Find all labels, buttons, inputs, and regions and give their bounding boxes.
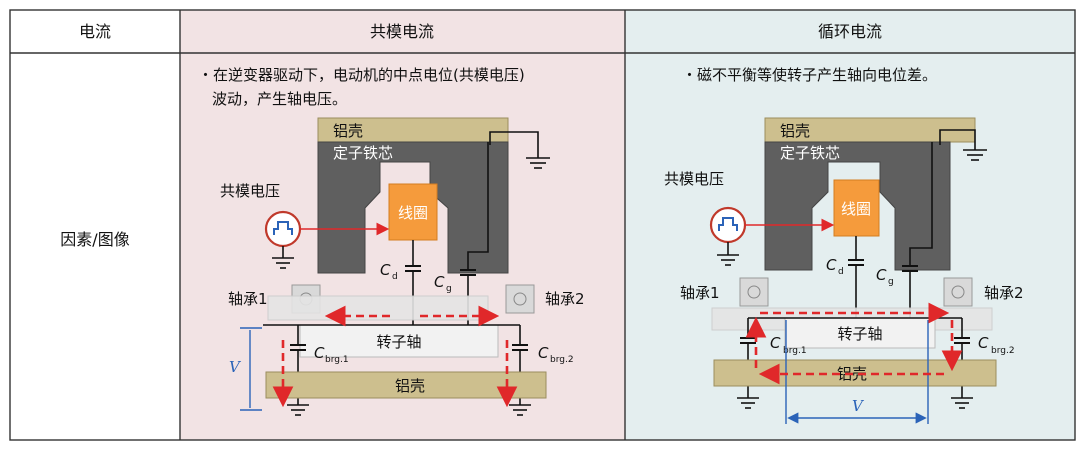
common-bullet-line1: ・在逆变器驱动下，电动机的中点电位(共模电压) [198, 66, 525, 84]
cbrg1-label: C [314, 344, 325, 362]
core-label: 定子铁芯 [333, 144, 393, 162]
core-label: 定子铁芯 [780, 144, 840, 162]
coil [833, 179, 880, 237]
cd-subscript: d [392, 272, 398, 282]
shaft-label: 转子轴 [837, 325, 882, 343]
bearing-2 [505, 284, 535, 314]
common-bullet-line2: 波动，产生轴电压。 [212, 90, 347, 108]
cm-voltage-label: 共模电压 [220, 182, 280, 200]
row-label-factors: 因素/图像 [60, 230, 129, 249]
coil [388, 183, 438, 241]
ground-icon [737, 397, 759, 409]
ground-icon [717, 254, 739, 266]
header-current: 电流 [79, 22, 111, 41]
common-mode-diagram: ・在逆变器驱动下，电动机的中点电位(共模电压) 波动，产生轴电压。 铝壳 定子铁… [198, 66, 585, 416]
cg-label: C [434, 273, 445, 291]
cg-subscript: g [446, 284, 452, 294]
housing-top-label: 铝壳 [780, 122, 810, 140]
v-label: V [229, 358, 242, 376]
ground-icon [526, 157, 550, 169]
cbrg2-subscript: brg.2 [550, 355, 574, 365]
circulating-bullet-line1: ・磁不平衡等使转子产生轴向电位差。 [682, 66, 937, 84]
cd-label: C [826, 256, 837, 274]
cg-label: C [876, 266, 887, 284]
cg-subscript: g [888, 277, 894, 287]
bearing1-label: 轴承1 [228, 290, 268, 308]
header-common-mode-current: 共模电流 [370, 22, 434, 41]
circulating-diagram: ・磁不平衡等使转子产生轴向电位差。 铝壳 定子铁芯 线圈 共模电压 C d [664, 66, 1024, 424]
v-label: V [852, 397, 865, 415]
cbrg1-subscript: brg.1 [325, 355, 349, 365]
shaft-label: 转子轴 [376, 333, 421, 351]
voltage-source-icon [264, 210, 302, 248]
coil-label: 线圈 [841, 200, 871, 218]
cd-subscript: d [838, 267, 844, 277]
stator-core [317, 141, 509, 274]
cbrg1-label: C [770, 334, 781, 352]
bearing2-label: 轴承2 [545, 290, 585, 308]
bearing-2 [943, 277, 973, 307]
housing-bottom-label: 铝壳 [395, 377, 425, 395]
cbrg1-subscript: brg.1 [783, 346, 807, 356]
bearing-1 [739, 277, 769, 307]
cbrg2-label: C [978, 334, 989, 352]
stator-core [764, 141, 951, 271]
rotor-shaft [299, 324, 499, 358]
header-circulating-current: 循环电流 [818, 22, 882, 41]
cbrg2-subscript: brg.2 [991, 346, 1015, 356]
ground-icon [963, 149, 987, 161]
cd-label: C [380, 261, 391, 279]
cm-voltage-label: 共模电压 [664, 170, 724, 188]
coil-label: 线圈 [398, 204, 428, 222]
cbrg2-label: C [538, 344, 549, 362]
housing-top [317, 117, 509, 143]
ground-icon [951, 397, 973, 409]
table-grid [9, 9, 1076, 441]
ground-icon [272, 257, 294, 269]
housing-top-label: 铝壳 [333, 122, 363, 140]
rotor-shaft [784, 317, 936, 349]
voltage-source-icon [709, 206, 747, 244]
bearing1-label: 轴承1 [680, 284, 720, 302]
bearing2-label: 轴承2 [984, 284, 1024, 302]
